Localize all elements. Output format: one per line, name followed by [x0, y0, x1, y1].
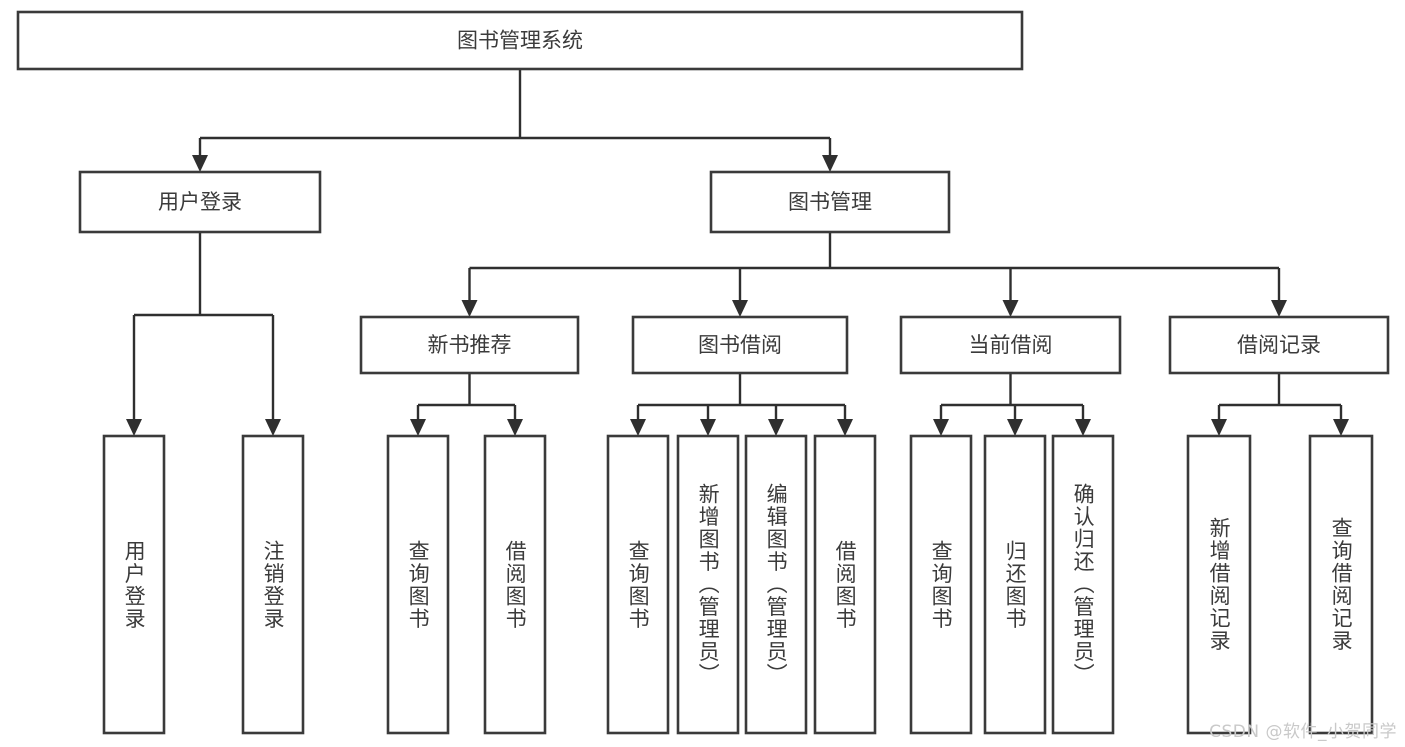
node-leaf-8[interactable]	[909, 434, 973, 735]
node-level3-label-0: 新书推荐	[428, 333, 512, 357]
edge-level3-1-branch-1-arrowhead	[700, 419, 716, 436]
edge-level3-0-branch-0-arrowhead	[410, 419, 426, 436]
edge-level3-2-branch-0-arrowhead	[933, 419, 949, 436]
node-leaf-11[interactable]	[1186, 434, 1252, 735]
node-leaf-4[interactable]	[606, 434, 670, 735]
node-level2-label-1: 图书管理	[788, 190, 872, 214]
edge-level3-0-branch-1-arrowhead	[507, 419, 523, 436]
edge-user-login-branch-1-arrowhead	[265, 419, 281, 436]
edge-level3-1-branch-2-arrowhead	[768, 419, 784, 436]
node-level3-2[interactable]	[899, 315, 1122, 375]
node-level3-label-1: 图书借阅	[698, 333, 782, 357]
node-level3-3[interactable]	[1168, 315, 1390, 375]
node-leaf-9[interactable]	[983, 434, 1047, 735]
node-leaf-2[interactable]	[386, 434, 450, 735]
node-leaf-6[interactable]	[744, 434, 808, 735]
node-leaf-5[interactable]	[676, 434, 740, 735]
edge-user-login-branch-0-arrowhead	[126, 419, 142, 436]
node-leaf-7[interactable]	[813, 434, 877, 735]
node-leaf-1[interactable]	[241, 434, 305, 735]
edge-level3-2-branch-2-arrowhead	[1075, 419, 1091, 436]
node-leaf-10[interactable]	[1051, 434, 1115, 735]
node-level3-label-3: 借阅记录	[1237, 333, 1321, 357]
node-leaf-3[interactable]	[483, 434, 547, 735]
edge-level3-3-branch-1-arrowhead	[1333, 419, 1349, 436]
edge-book-mgmt-branch-3-arrowhead	[1271, 300, 1287, 317]
edge-root-branch-0-arrowhead	[192, 155, 208, 172]
node-leaf-0[interactable]	[102, 434, 166, 735]
node-level3-1[interactable]	[631, 315, 849, 375]
node-leaf-12[interactable]	[1308, 434, 1374, 735]
node-root-label: 图书管理系统	[457, 29, 583, 53]
node-level2-0[interactable]	[78, 170, 322, 234]
edge-book-mgmt-branch-2-arrowhead	[1002, 300, 1019, 317]
node-root-book-management-system[interactable]	[16, 10, 1024, 71]
edge-book-mgmt-branch-1-arrowhead	[732, 300, 748, 317]
node-level3-0[interactable]	[359, 315, 580, 375]
edge-level3-1-branch-3-arrowhead	[837, 419, 853, 436]
node-level2-label-0: 用户登录	[158, 190, 242, 214]
connectors-layer	[126, 69, 1349, 436]
edge-root-branch-1-arrowhead	[822, 155, 838, 172]
edge-book-mgmt-branch-0-arrowhead	[461, 300, 478, 317]
node-level3-label-2: 当前借阅	[969, 333, 1053, 357]
edge-level3-2-branch-1-arrowhead	[1007, 419, 1023, 436]
node-level2-1[interactable]	[709, 170, 951, 234]
boxes-layer	[16, 10, 1390, 735]
watermark-csdn: CSDN @软件_小贺同学	[1209, 722, 1397, 742]
edge-level3-3-branch-0-arrowhead	[1211, 419, 1227, 436]
edge-level3-1-branch-0-arrowhead	[630, 419, 646, 436]
